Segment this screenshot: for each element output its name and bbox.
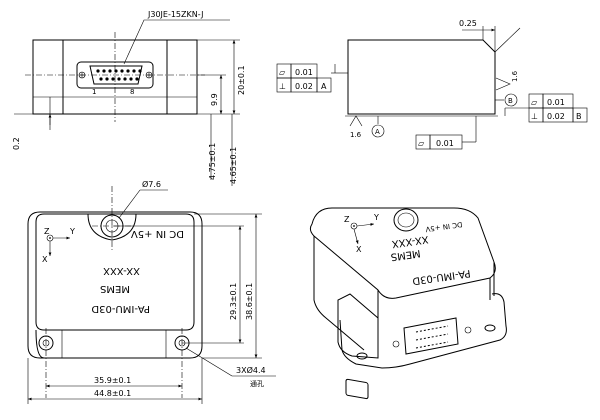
datum-b-marker <box>504 93 518 107</box>
iso-axis-indicator: Z Y X <box>344 213 379 254</box>
top-serial-label: XX-XXX <box>103 265 140 276</box>
iso-axis-y: Y <box>373 213 379 222</box>
dim-mount-holes: 3XØ4.4 <box>236 365 266 375</box>
dim-hole-diameter: Ø7.6 <box>142 179 161 189</box>
dim-connector-offset: 9.9 <box>210 93 219 106</box>
iso-axis-x: X <box>356 245 362 254</box>
roughness-right <box>495 77 511 91</box>
roughness-bottom-label: 1.6 <box>350 131 362 139</box>
connector-label: J30JE-15ZKN-J <box>147 10 203 19</box>
top-mems-label: MEMS <box>100 283 130 294</box>
pin8-label: 8 <box>130 88 134 96</box>
tolerance-frame-right: ▱ 0.01 ⊥ 0.02 B <box>504 93 588 123</box>
top-axis-z: Z <box>44 227 50 236</box>
dim-chamfer: 0.25 <box>459 19 477 28</box>
datum-b-label: B <box>508 97 513 105</box>
flatness-symbol-bottom: ▱ <box>418 139 425 148</box>
perp-datum-right: B <box>576 112 582 121</box>
iso-top-face <box>309 207 496 299</box>
top-hole-boss <box>87 213 137 241</box>
iso-serial-label: XX-XXX <box>391 233 429 249</box>
iso-screw-left <box>392 340 400 348</box>
connector-leader <box>123 19 230 65</box>
iso-connector-pins <box>415 325 449 349</box>
flatness-value-bottom: 0.01 <box>436 139 454 148</box>
roughness-bottom <box>349 115 363 127</box>
dim-height-outer: 38.6±0.1 <box>245 283 254 320</box>
connector-shell <box>89 65 143 85</box>
dim-offset-475: 4.75±0.1 <box>208 143 217 180</box>
perp-symbol: ⊥ <box>279 82 286 91</box>
iso-axis-z: Z <box>344 215 350 224</box>
iso-mount-hole-right <box>484 324 496 332</box>
top-flange <box>27 211 203 359</box>
flatness-symbol: ▱ <box>279 68 286 77</box>
dim-width-outer: 44.8±0.1 <box>94 389 131 398</box>
iso-screw-right <box>464 326 472 334</box>
perp-datum-top: A <box>321 82 327 91</box>
dim-width-inner: 35.9±0.1 <box>94 376 131 385</box>
iso-connector-block <box>337 293 379 359</box>
dim-height-20: 20±0.1 <box>237 65 246 95</box>
roughness-right-label: 1.6 <box>511 70 519 82</box>
iso-top-hole-inner <box>397 212 415 228</box>
connector-pins <box>96 69 142 81</box>
top-model-label: PA-IMU-03D <box>91 303 150 314</box>
iso-flange <box>339 293 507 369</box>
iso-left-face <box>313 236 365 351</box>
iso-mems-label: MEMS <box>390 247 421 262</box>
side-view: 0.25 1.6 B 1.6 A ▱ 0.01 ⊥ 0.02 A <box>276 19 588 150</box>
top-body <box>35 213 195 331</box>
iso-power-label: DC IN +5V <box>425 220 463 233</box>
flatness-value-top: 0.01 <box>295 68 313 77</box>
front-view: 1 8 J30JE-15ZKN-J 20±0.1 9.9 0.2 4.75±0.… <box>12 10 246 186</box>
side-body <box>347 39 496 115</box>
dim-base-thickness: 0.2 <box>12 137 21 150</box>
top-power-label: DC IN +5V <box>131 228 184 239</box>
dim-height-inner: 29.3±0.1 <box>229 283 238 320</box>
perp-symbol-right: ⊥ <box>531 112 538 121</box>
tolerance-frame-bottom: ▱ 0.01 <box>415 116 477 150</box>
tolerance-frame-top: ▱ 0.01 ⊥ 0.02 A <box>276 63 348 93</box>
perp-value-top: 0.02 <box>295 82 313 91</box>
iso-top-hole <box>393 208 419 232</box>
iso-model-label: PA-IMU-03D <box>411 267 471 286</box>
datum-a-label: A <box>375 128 380 136</box>
iso-connector-face <box>403 317 459 355</box>
pin1-label: 1 <box>92 88 96 96</box>
iso-connector-port <box>345 378 369 400</box>
dim-thru-note: 通孔 <box>250 379 264 388</box>
flatness-value-right: 0.01 <box>547 98 565 107</box>
flatness-symbol-right: ▱ <box>531 98 538 107</box>
iso-mount-hole-left <box>356 352 368 360</box>
datum-a-marker <box>371 124 385 138</box>
perp-value-right: 0.02 <box>547 112 565 121</box>
top-axis-x: X <box>42 255 48 264</box>
dim-offset-465: 4.65±0.1 <box>229 147 238 184</box>
top-axis-y: Y <box>69 227 75 236</box>
top-axis-indicator: Z Y X <box>42 227 75 264</box>
iso-view: Z Y X DC IN +5V XX-XXX MEMS PA-IMU-03D <box>309 207 507 400</box>
top-view: Z Y X DC IN +5V XX-XXX MEMS PA-IMU-03D Ø… <box>27 179 276 404</box>
